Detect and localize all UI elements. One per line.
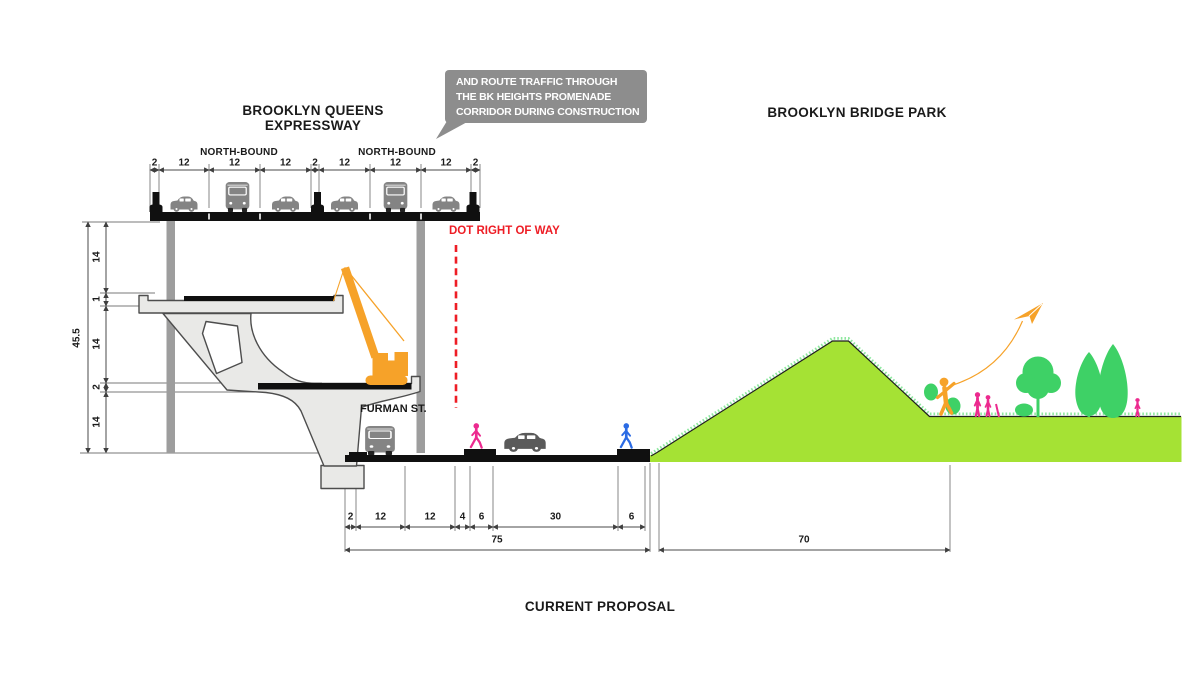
jersey-barrier-right [466,192,480,212]
jersey-barrier-middle [311,192,324,212]
deck-dim: 2 [312,157,318,169]
person-standing-icon [984,395,992,417]
sidewalk-east [617,449,650,456]
callout-line1: AND ROUTE TRAFFIC THROUGH [456,76,618,88]
pedestrian-pink-icon [469,423,483,449]
street-dim: 6 [478,511,485,523]
street-total-dim: 75 [491,534,503,546]
proposal-title: CURRENT PROPOSAL [524,599,676,614]
deck-dimension-group [149,164,481,208]
upper-cantilever-deck [138,294,344,314]
person-standing-icon [973,392,982,417]
street-dim: 12 [424,511,436,523]
street-dim: 4 [459,511,466,523]
expressway-title: BROOKLYN QUEENS EXPRESSWAY [242,103,383,133]
callout-line2: THE BK HEIGHTS PROMENADE [456,91,612,103]
jersey-barrier-left [149,192,163,212]
kite-string [952,320,1024,386]
furman-street [345,449,650,462]
car-icon [331,196,358,212]
deck-dim: 12 [178,157,190,169]
sidewalk-west [464,449,496,456]
car-icon [504,432,546,452]
deck-dim: 2 [151,157,158,169]
round-tree-icon [1016,356,1061,417]
bus-icon [383,181,408,212]
dot-right-of-way-label: DOT RIGHT OF WAY [449,225,560,237]
northbound-label-right: NORTH-BOUND [358,147,436,158]
conifer-trees-icon [1075,344,1128,418]
callout-bubble: AND ROUTE TRAFFIC THROUGH THE BK HEIGHTS… [445,70,647,123]
left-column [166,221,175,453]
car-icon [432,196,460,212]
park-title: BROOKLYN BRIDGE PARK [767,105,947,120]
cantilever-web [162,312,421,467]
middle-deck-road-surface [258,383,412,390]
height-dim: 1 [91,296,103,302]
height-dim: 2 [91,384,103,390]
bush-icon [1015,403,1033,417]
deck-dim: 12 [440,157,452,169]
street-dimension-group [344,463,951,553]
bus-icon [364,425,396,455]
kite-flyer-icon [935,377,956,416]
deck-dim: 12 [228,157,241,169]
street-dim: 6 [628,511,635,523]
callout-tail [436,121,469,139]
top-highway-deck [149,192,480,221]
right-column [416,221,425,453]
expressway-title-line1: BROOKLYN QUEENS [242,103,384,118]
park-total-dim: 70 [798,534,810,546]
person-standing-icon [1134,398,1141,417]
bush-icon [924,383,938,401]
northbound-label-left: NORTH-BOUND [200,147,278,158]
street-dim: 12 [374,511,387,523]
height-dim: 14 [91,251,103,263]
height-dim: 14 [91,338,103,350]
park-planting [924,344,1128,418]
cane-icon [995,403,1000,418]
pedestrian-blue-icon [619,423,633,449]
car-icon [170,196,198,212]
kite-icon [1014,303,1043,324]
street-dim: 30 [549,511,562,523]
park-berm [650,337,1182,462]
car-icon [272,196,299,212]
street-dim: 2 [347,511,354,523]
park-people [935,303,1141,418]
expressway-title-line2: EXPRESSWAY [264,118,362,133]
height-dim: 14 [91,416,103,428]
deck-dim: 12 [338,157,351,169]
bqe-cantilever-structure [138,294,421,490]
excavator-icon [332,266,408,385]
bus-icon [225,181,250,212]
height-total-dim: 45.5 [71,328,83,348]
furman-street-label: FURMAN ST. [360,403,427,415]
pier-footing [320,464,365,490]
callout-line3: CORRIDOR DURING CONSTRUCTION [456,106,640,118]
deck-dim: 2 [472,157,479,169]
deck-dim: 12 [389,157,402,169]
upper-deck-road-surface [184,296,334,301]
deck-dim: 12 [279,157,292,169]
